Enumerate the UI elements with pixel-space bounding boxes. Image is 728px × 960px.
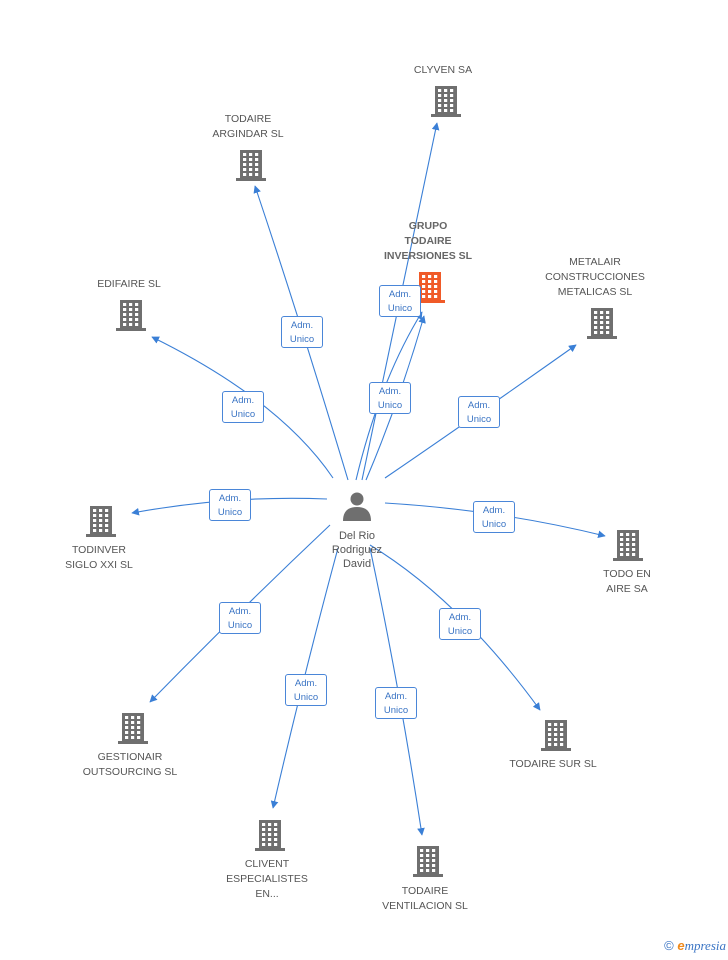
- copyright-symbol: ©: [664, 938, 674, 953]
- building-icon[interactable]: [86, 506, 116, 537]
- company-label-todinver[interactable]: TODINVER SIGLO XXI SL: [65, 544, 133, 571]
- footer-brand[interactable]: © empresia: [664, 938, 726, 954]
- company-label-grupo-todaire[interactable]: GRUPO TODAIRE INVERSIONES SL: [383, 220, 473, 262]
- person-node[interactable]: [343, 492, 371, 522]
- relation-badge-todaire-sur[interactable]: Adm. Unico: [439, 608, 481, 640]
- building-icon[interactable]: [541, 720, 571, 751]
- relation-badge-todo-en-aire[interactable]: Adm. Unico: [473, 501, 515, 533]
- relation-badge-metalair[interactable]: Adm. Unico: [458, 396, 500, 428]
- company-label-todo-en-aire[interactable]: TODO EN AIRE SA: [603, 568, 651, 595]
- relation-badge-todinver[interactable]: Adm. Unico: [209, 489, 251, 521]
- building-icon[interactable]: [413, 846, 443, 877]
- building-icon[interactable]: [116, 300, 146, 331]
- relation-badge-clivent[interactable]: Adm. Unico: [285, 674, 327, 706]
- relation-badge-todaire-ventilacion[interactable]: Adm. Unico: [375, 687, 417, 719]
- company-label-gestionair[interactable]: GESTIONAIR OUTSOURCING SL: [82, 751, 178, 778]
- company-label-todaire-sur[interactable]: TODAIRE SUR SL: [509, 758, 597, 770]
- company-label-edifaire[interactable]: EDIFAIRE SL: [97, 278, 161, 290]
- relation-badge-todaire-argindar[interactable]: Adm. Unico: [281, 316, 323, 348]
- company-nodes: [86, 86, 643, 877]
- brand-initial: e: [677, 938, 685, 953]
- relation-badge-grupo-todaire-2[interactable]: Adm. Unico: [369, 382, 411, 414]
- brand-name: mpresia: [684, 938, 726, 953]
- company-label-todaire-argindar[interactable]: TODAIRE ARGINDAR SL: [212, 113, 284, 140]
- company-label-todaire-ventilacion[interactable]: TODAIRE VENTILACION SL: [382, 885, 468, 912]
- building-icon[interactable]: [587, 308, 617, 339]
- company-label-clivent[interactable]: CLIVENT ESPECIALISTES EN...: [226, 858, 308, 900]
- company-label-metalair[interactable]: METALAIR CONSTRUCCIONES METALICAS SL: [545, 256, 645, 298]
- building-icon[interactable]: [613, 530, 643, 561]
- company-label-clyven[interactable]: CLYVEN SA: [413, 64, 473, 76]
- building-icon[interactable]: [255, 820, 285, 851]
- relation-badge-gestionair[interactable]: Adm. Unico: [219, 602, 261, 634]
- building-icon[interactable]: [431, 86, 461, 117]
- person-name[interactable]: Del Rio Rodriguez David: [331, 530, 383, 570]
- relation-badge-grupo-todaire[interactable]: Adm. Unico: [379, 285, 421, 317]
- person-icon[interactable]: [343, 507, 371, 521]
- building-icon[interactable]: [118, 713, 148, 744]
- building-icon[interactable]: [236, 150, 266, 181]
- relation-badge-edifaire[interactable]: Adm. Unico: [222, 391, 264, 423]
- person-icon-head: [350, 492, 364, 506]
- building-icon[interactable]: [415, 272, 445, 303]
